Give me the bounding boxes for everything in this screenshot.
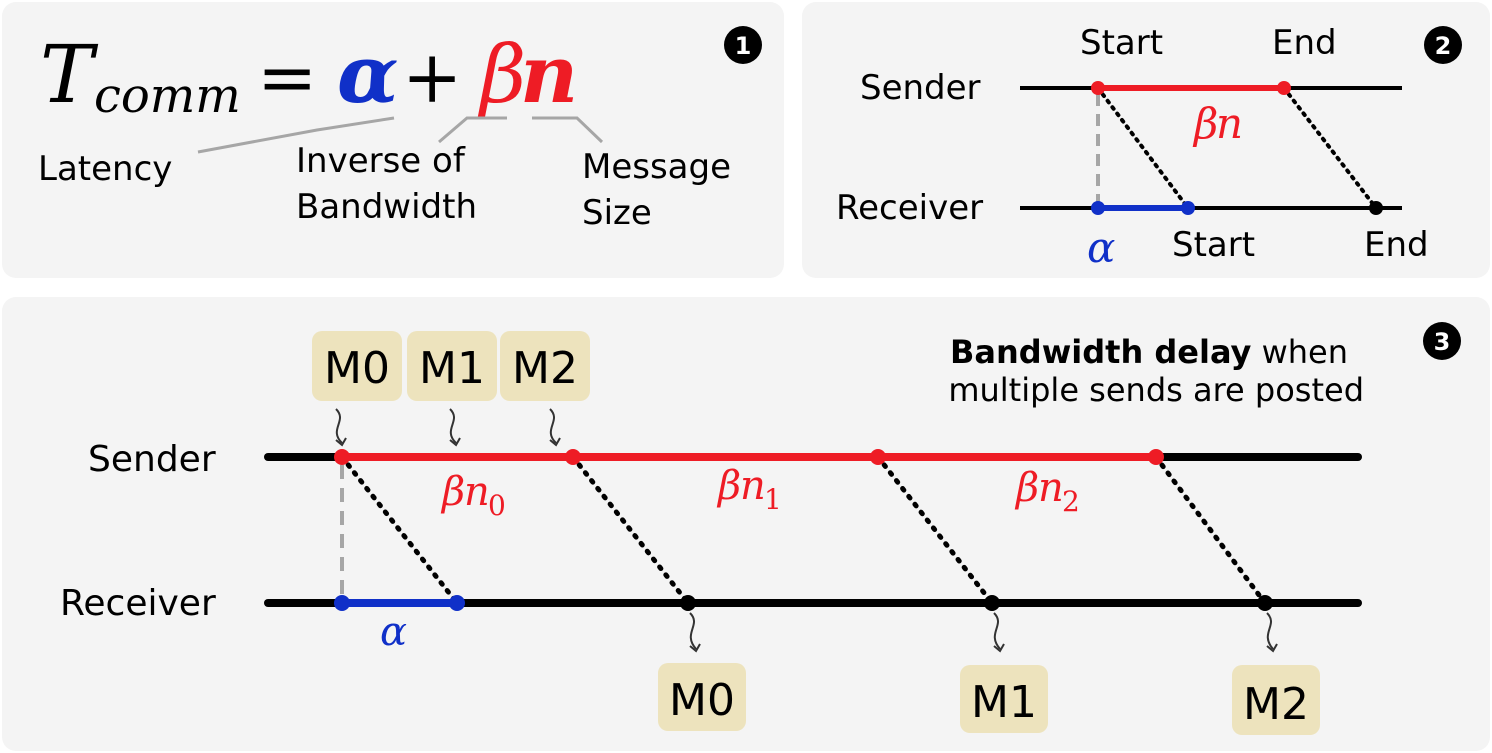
send-m2-start-dot — [870, 449, 886, 465]
arrow-top-m1 — [449, 408, 457, 444]
msg-bottom-m0-label: M0 — [669, 675, 735, 726]
inverse-label-line2: Bandwidth — [296, 187, 477, 227]
badge-3-label: 3 — [1434, 328, 1451, 356]
alpha-label: α — [380, 609, 407, 655]
sender-label: Sender — [88, 439, 216, 480]
formula-plus: + — [402, 35, 462, 119]
msg-box-top-m0 — [312, 331, 402, 401]
receive-m0-dot — [680, 595, 696, 611]
send-end-dot — [1148, 449, 1164, 465]
msg-box-top-m1 — [407, 331, 497, 401]
receive-start-dot — [449, 595, 465, 611]
first-byte-arrow — [1096, 86, 1190, 210]
arrowhead-bottom-m2 — [1266, 643, 1278, 653]
send-start-dot — [1091, 81, 1105, 95]
beta-n1-n: n — [740, 463, 766, 509]
n-label: n — [1216, 99, 1243, 148]
receive-m2-dot — [1257, 595, 1273, 611]
bandwidth-note-line1: Bandwidth delay when — [950, 333, 1348, 371]
latency-start-dot — [1091, 201, 1105, 215]
arrow-bottom-m2 — [1266, 612, 1274, 650]
inverse-label-line1: Inverse of — [296, 141, 466, 181]
start-top-label: Start — [1080, 23, 1163, 63]
beta-n2-n: n — [1038, 465, 1064, 511]
end-bottom-label: End — [1364, 225, 1429, 265]
formula-T: T — [40, 28, 99, 121]
pipeline-svg: 3 Bandwidth delay when multiple sends ar… — [60, 322, 1461, 735]
message-label-line2: Size — [582, 193, 652, 233]
arrowhead-top-m1 — [449, 437, 461, 447]
last-byte-arrow — [1282, 86, 1378, 210]
badge-2 — [1424, 26, 1462, 64]
message-leader — [532, 116, 604, 144]
msg-box-top-m2 — [500, 331, 590, 401]
arrowhead-top-m0 — [335, 437, 347, 447]
arrowhead-bottom-m1 — [993, 643, 1005, 653]
msg-box-bottom-m2 — [1232, 665, 1320, 735]
formula-panel: 1 T comm = α + β n Latency Inverse of Ba… — [2, 2, 784, 278]
beta-n2-sub: 2 — [1062, 485, 1080, 518]
beta-label: β — [1192, 99, 1218, 148]
msg-top-m0-label: M0 — [324, 343, 390, 394]
formula-equals: = — [257, 35, 317, 119]
formula-alpha: α — [337, 27, 399, 121]
timing-panel: 2 Start End Sender Receiver β n α Start … — [802, 2, 1490, 278]
bandwidth-note-bold: Bandwidth delay — [950, 333, 1252, 371]
pipelined-sends-panel: 3 Bandwidth delay when multiple sends ar… — [2, 297, 1490, 751]
formula-n: n — [520, 27, 578, 121]
transfer-m2-end — [1153, 454, 1268, 606]
timing-svg: 2 Start End Sender Receiver β n α Start … — [836, 23, 1462, 272]
msg-bottom-m1-label: M1 — [971, 677, 1037, 728]
beta-n0-sub: 0 — [488, 489, 506, 522]
beta-n1-beta: β — [716, 463, 741, 509]
receive-end-dot — [1369, 201, 1383, 215]
beta-n0-beta: β — [440, 469, 465, 515]
formula-subscript: comm — [94, 68, 241, 124]
msg-top-m2-label: M2 — [512, 343, 578, 394]
msg-box-bottom-m0 — [658, 663, 746, 731]
receive-m1-dot — [984, 595, 1000, 611]
message-label-line1: Message — [582, 147, 731, 187]
receiver-label: Receiver — [60, 583, 216, 624]
arrow-top-m2 — [549, 408, 557, 444]
bandwidth-note-rest: when — [1251, 333, 1348, 371]
end-top-label: End — [1272, 23, 1337, 63]
badge-1-label: 1 — [735, 32, 752, 60]
msg-box-bottom-m1 — [960, 665, 1048, 733]
send-m0-start-dot — [334, 449, 350, 465]
badge-2-label: 2 — [1435, 32, 1452, 60]
arrow-top-m0 — [335, 408, 343, 444]
send-end-dot — [1277, 81, 1291, 95]
arrow-bottom-m0 — [689, 612, 697, 650]
badge-1 — [724, 26, 762, 64]
latency-label: Latency — [38, 149, 172, 189]
beta-n1-sub: 1 — [764, 483, 782, 516]
receive-start-dot — [1181, 201, 1195, 215]
msg-top-m1-label: M1 — [419, 343, 485, 394]
beta-n0-n: n — [464, 469, 490, 515]
beta-n2-beta: β — [1014, 465, 1039, 511]
bandwidth-note-line2: multiple sends are posted — [948, 371, 1364, 409]
transfer-m0-end — [570, 454, 691, 606]
start-bottom-label: Start — [1172, 225, 1255, 265]
latency-start-dot — [334, 595, 350, 611]
arrowhead-top-m2 — [549, 437, 561, 447]
badge-3 — [1423, 322, 1461, 360]
msg-bottom-m2-label: M2 — [1243, 679, 1309, 730]
inverse-leader — [438, 116, 507, 144]
sender-label: Sender — [860, 68, 981, 108]
latency-leader — [197, 116, 395, 154]
alpha-label: α — [1087, 223, 1115, 272]
arrow-bottom-m1 — [993, 612, 1001, 650]
arrowhead-bottom-m0 — [689, 643, 701, 653]
transfer-m0-start — [339, 454, 460, 606]
receiver-label: Receiver — [836, 188, 983, 228]
formula-svg: 1 T comm = α + β n Latency Inverse of Ba… — [38, 26, 762, 233]
transfer-m1-end — [875, 454, 995, 606]
send-m1-start-dot — [565, 449, 581, 465]
formula-beta: β — [477, 28, 526, 121]
